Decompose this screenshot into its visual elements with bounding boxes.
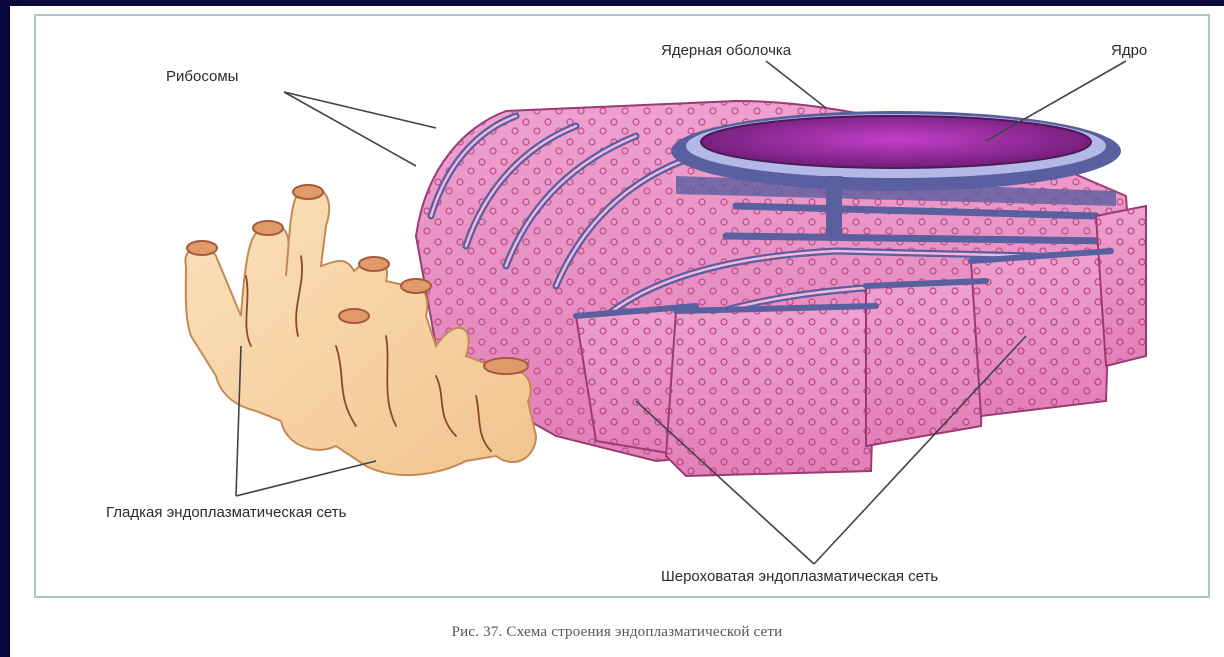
slide-page: Рибосомы Ядерная оболочка Ядро Гладкая э… — [10, 6, 1224, 657]
label-nuclear-envelope: Ядерная оболочка — [661, 42, 791, 59]
label-smooth-er: Гладкая эндоплазматическая сеть — [106, 504, 346, 521]
label-rough-er: Шероховатая эндоплазматическая сеть — [661, 568, 938, 585]
figure-frame: Рибосомы Ядерная оболочка Ядро Гладкая э… — [34, 14, 1210, 598]
label-nucleus: Ядро — [1111, 42, 1147, 59]
figure-caption: Рис. 37. Схема строения эндоплазматическ… — [10, 624, 1224, 641]
label-ribosomes: Рибосомы — [166, 68, 238, 85]
